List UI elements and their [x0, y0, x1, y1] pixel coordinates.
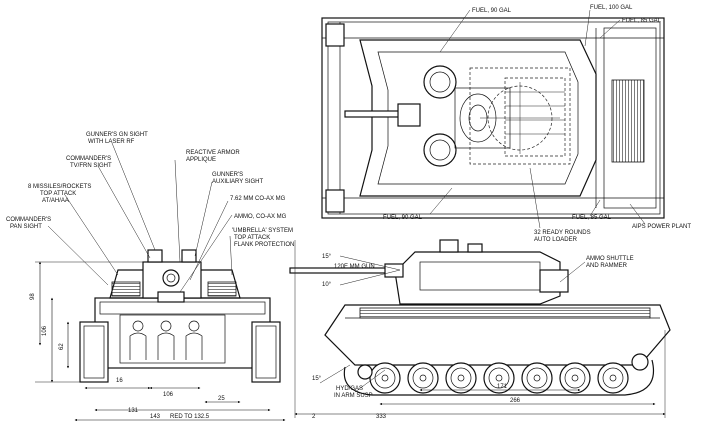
missiles-types-label: AT/AH/AA	[42, 198, 69, 204]
fuel-90-bottom-label: FUEL, 90 GAL	[383, 215, 423, 221]
missiles-label: 8 MISSILES/ROCKETS	[28, 184, 91, 190]
umbrella-flank-label: FLANK PROTECTION	[234, 242, 294, 248]
dim-266: 266	[510, 398, 521, 404]
gun-muzzle	[162, 269, 180, 287]
dim-143: 143	[150, 414, 161, 420]
umbrella-top-attack-label: TOP ATTACK	[234, 235, 270, 241]
front-light-left	[325, 23, 345, 47]
road-wheel-icon	[521, 362, 553, 394]
approach-15-label: 15°	[312, 376, 322, 382]
commander-sight	[147, 249, 163, 263]
dim-333: 333	[376, 414, 387, 420]
dim-106: 106	[163, 392, 174, 398]
ready-rounds-label: 32 READY ROUNDS	[534, 230, 591, 236]
cupola-icon	[423, 65, 457, 99]
elevation-15-label: 15°	[322, 254, 332, 260]
front-light-right	[325, 189, 345, 213]
power-plant-label: AIPS POWER PLANT	[632, 224, 691, 230]
rammer-label: AND RAMMER	[586, 263, 628, 269]
dim-106-vertical: 106	[42, 325, 48, 336]
engine-grille	[611, 79, 645, 163]
gunner-aux-sight-label: AUXILIARY SIGHT	[212, 179, 263, 185]
dim-16: 16	[116, 378, 123, 384]
fuel-100-label: FUEL, 100 GAL	[590, 5, 633, 11]
fuel-85-bottom-label: FUEL, 85 GAL	[572, 215, 612, 221]
road-wheel-icon	[407, 362, 439, 394]
auto-loader-label: AUTO LOADER	[534, 237, 578, 243]
depression-10-label: 10°	[322, 282, 332, 288]
crew-figure-icon	[157, 320, 175, 360]
gunner-aux-label: GUNNER'S	[212, 172, 243, 178]
top-view: FUEL, 90 GAL FUEL, 100 GAL FUEL, 85 GAL …	[321, 5, 691, 243]
road-wheel-icon	[483, 362, 515, 394]
arm-susp-label: IN ARM SUSP	[334, 393, 373, 399]
side-skirt	[359, 307, 651, 319]
dim-2: 2	[312, 414, 316, 420]
right-track	[251, 321, 281, 383]
crew-figure-icon	[129, 320, 147, 360]
road-wheel-icon	[445, 362, 477, 394]
road-wheel-icon	[597, 362, 629, 394]
hydrogas-label: HYD/GAS	[336, 386, 363, 392]
reduced-width-label: RED TO 132.5	[170, 414, 210, 420]
coax-762-label: 7.62 MM CO-AX MG	[230, 196, 286, 202]
idler-wheel	[357, 364, 373, 380]
dim-131: 131	[128, 408, 139, 414]
commander-pan-label: COMMANDER'S	[6, 217, 51, 223]
ammo-coax-label: AMMO, CO-AX MG	[234, 214, 287, 220]
gunner-gn-sight-label: GUNNER'S GN SIGHT	[86, 132, 148, 138]
reactive-armor-block	[207, 281, 237, 297]
cupola-icon	[423, 133, 457, 167]
commander-sight-side	[439, 239, 459, 253]
fuel-90-top-label: FUEL, 90 GAL	[472, 8, 512, 14]
commander-tv-frn-label: TV/FRN SIGHT	[70, 163, 112, 169]
road-wheel-icon	[369, 362, 401, 394]
main-gun-top	[344, 110, 406, 118]
gun-120-label: 120E MM GUN	[334, 264, 375, 270]
missiles-top-attack-label: TOP ATTACK	[40, 191, 76, 197]
fuel-85-top-label: FUEL, 85 GAL	[622, 18, 662, 24]
ammo-shuttle-box	[539, 269, 569, 293]
commander-pan-sight-label: PAN SIGHT	[10, 224, 42, 230]
reactive-armor-label: REACTIVE ARMOR	[186, 150, 240, 156]
dim-171: 171	[497, 384, 508, 390]
coax-port	[157, 291, 185, 303]
commander-tv-label: COMMANDER'S	[66, 156, 111, 162]
idler-wheel	[631, 353, 649, 371]
front-view: GUNNER'S GN SIGHT WITH LASER RF COMMANDE…	[6, 132, 294, 422]
dim-98: 98	[30, 293, 36, 300]
gunner-gn-sight-laser-label: WITH LASER RF	[88, 139, 135, 145]
left-track	[79, 321, 109, 383]
applique-label: APPLIQUE	[186, 157, 216, 163]
gunner-sight	[181, 249, 197, 263]
umbrella-label: 'UMBRELLA' SYSTEM	[232, 228, 293, 234]
dim-25: 25	[218, 396, 225, 402]
road-wheel-icon	[559, 362, 591, 394]
dim-62: 62	[59, 343, 65, 350]
ammo-shuttle-label: AMMO SHUTTLE	[586, 256, 634, 262]
reactive-armor-block	[111, 281, 141, 297]
crew-figure-icon	[185, 320, 203, 360]
side-view: 120E MM GUN 15° 10° AMMO SHUTTLE AND RAM…	[289, 239, 671, 420]
